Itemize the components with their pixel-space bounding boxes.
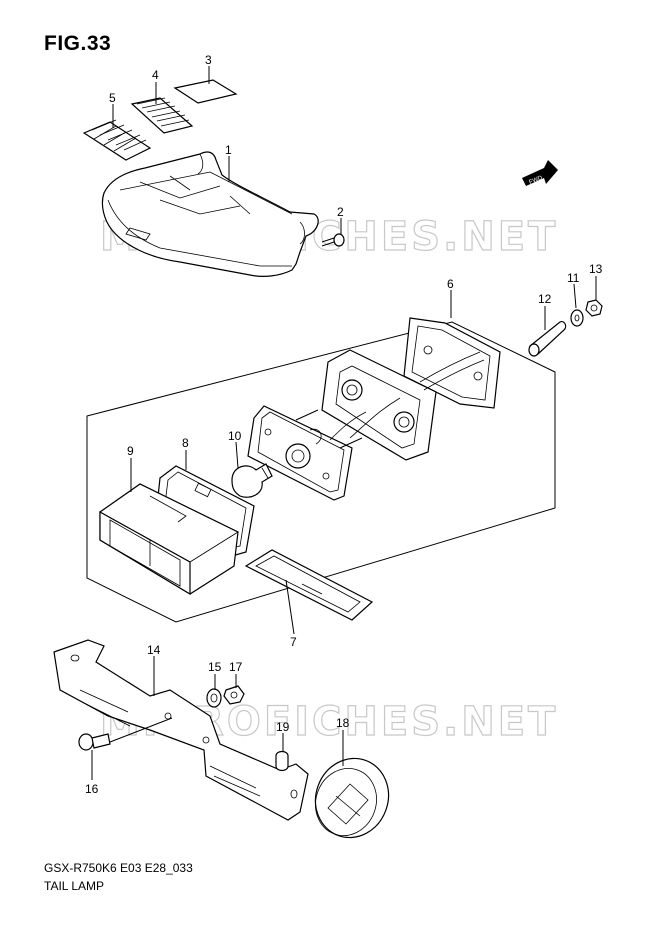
part-18-reflector-disc	[314, 757, 390, 839]
part-19-grommet	[275, 750, 289, 772]
callout-12: 12	[538, 292, 552, 306]
callout-7: 7	[290, 635, 297, 649]
callout-4: 4	[152, 68, 159, 82]
callout-13: 13	[589, 262, 603, 276]
assembly-frame	[86, 321, 556, 623]
part-7-reflector	[244, 549, 374, 621]
fwd-text: FWD	[528, 175, 544, 186]
part-5-grid-pad	[82, 119, 152, 161]
callout-15: 15	[208, 660, 222, 674]
part-12-collar	[528, 321, 567, 357]
part-17-nut	[223, 685, 245, 705]
callout-3: 3	[205, 53, 212, 67]
callout-1: 1	[225, 143, 232, 157]
part-4-ribbed-pad	[130, 97, 194, 134]
part-16-bolt	[78, 733, 111, 751]
figure-title: FIG.33	[44, 32, 112, 55]
callout-11: 11	[567, 271, 580, 285]
callout-14: 14	[147, 643, 161, 657]
part-3-label-plate	[173, 79, 238, 104]
part-9-lens	[99, 483, 239, 596]
callout-17: 17	[229, 660, 243, 674]
model-code: GSX-R750K6 E03 E28_033	[44, 861, 193, 875]
callout-9: 9	[127, 444, 134, 458]
callout-6: 6	[447, 277, 454, 291]
part-10-bulb	[231, 463, 273, 498]
callout-19: 19	[276, 720, 290, 734]
fwd-arrow-marker: FWD	[522, 160, 558, 186]
callout-leaders	[91, 66, 597, 780]
callout-10: 10	[228, 429, 242, 443]
part-2-screw	[321, 233, 345, 247]
bulb-socket-assembly	[247, 405, 367, 501]
rubber-bracket-housing	[321, 349, 485, 461]
part-14-license-bracket	[53, 639, 309, 821]
part-1-tail-lamp-housing	[101, 151, 319, 277]
callout-18: 18	[336, 716, 350, 730]
part-11-washer	[570, 309, 584, 327]
callout-8: 8	[182, 436, 189, 450]
callout-5: 5	[109, 91, 116, 105]
callout-16: 16	[85, 782, 99, 796]
callout-2: 2	[337, 205, 344, 219]
part-13-nut	[585, 299, 603, 317]
figure-name: TAIL LAMP	[44, 879, 105, 893]
part-15-washer	[206, 688, 222, 708]
